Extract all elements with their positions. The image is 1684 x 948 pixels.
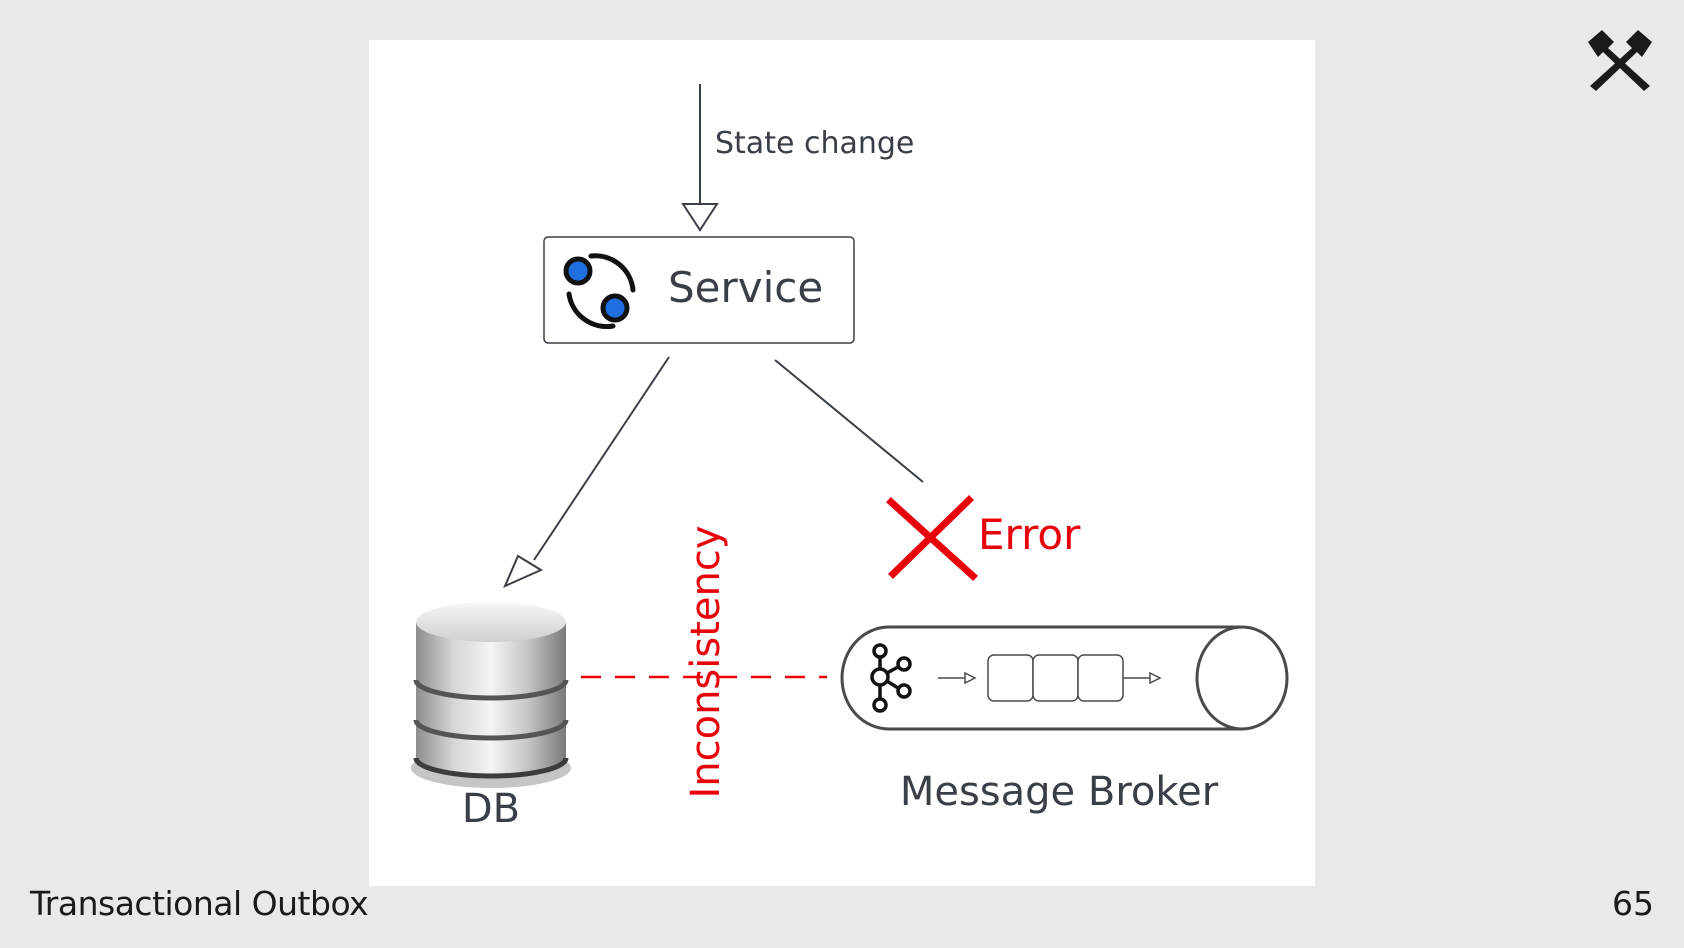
diagram-canvas: State change Service [369,40,1315,886]
crossed-hammers-icon [1588,30,1652,91]
red-x-icon [886,495,978,581]
service-label: Service [668,263,823,312]
service-to-broker-line [774,359,924,483]
database-icon [411,602,571,788]
kafka-icon [870,643,912,713]
state-change-label: State change [715,126,914,161]
message-broker-pipe [840,625,1289,731]
message-broker-label: Message Broker [900,769,1219,815]
db-label: DB [462,786,520,832]
page-number: 65 [1612,884,1654,923]
footer-title: Transactional Outbox [30,884,369,923]
service-box: Service [543,236,855,344]
message-queue [938,654,1162,702]
inconsistency-label: Inconsistency [683,525,729,798]
architecture-diagram: State change Service [411,84,1289,832]
service-cycle-icon [563,253,636,330]
service-to-db-arrow [503,356,670,588]
state-change-arrow [681,84,719,232]
error-label: Error [978,510,1081,559]
